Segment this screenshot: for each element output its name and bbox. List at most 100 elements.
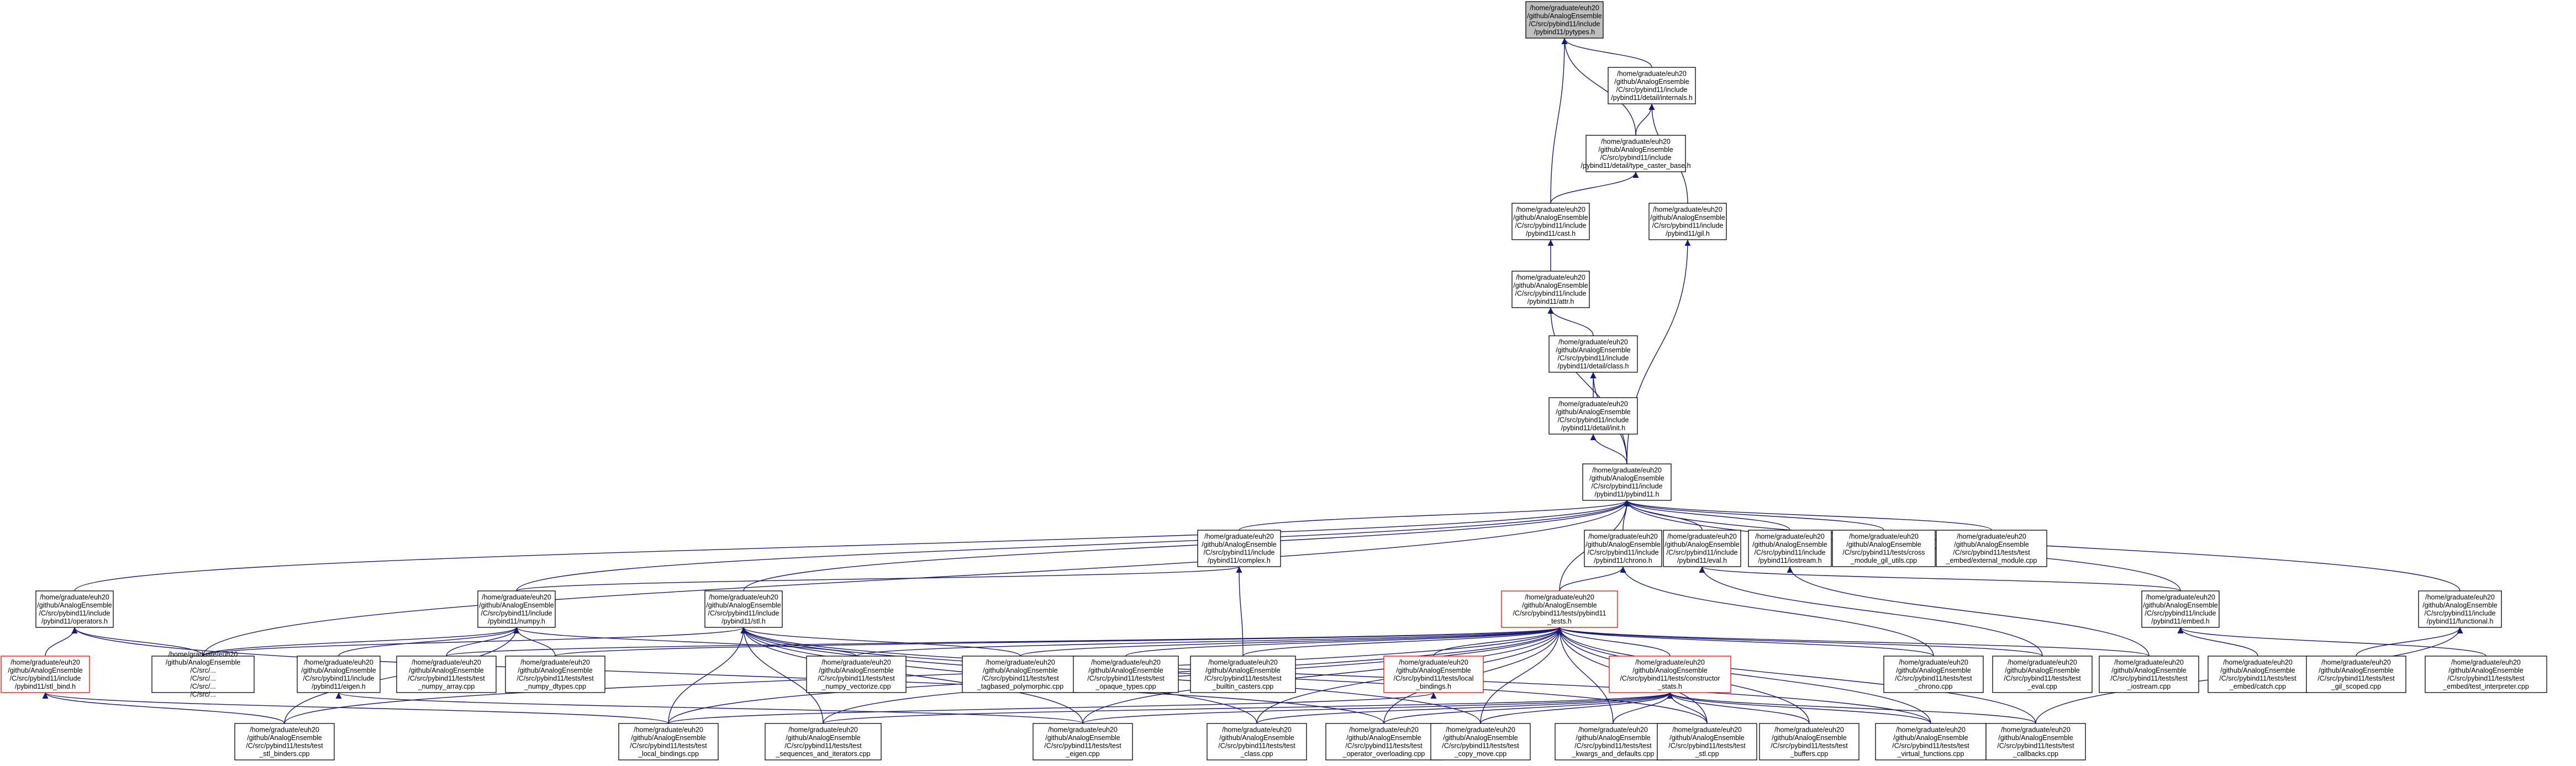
- edge-test-operator-to-constructor-stats: [1383, 692, 1673, 724]
- node-label-line: /github/AnalogEnsemble: [1896, 667, 1971, 674]
- graph-node-test-gil-scoped[interactable]: /home/graduate/euh20/github/AnalogEnsemb…: [2306, 656, 2406, 693]
- graph-node-gil[interactable]: /home/graduate/euh20/github/AnalogEnsemb…: [1648, 203, 1727, 240]
- graph-node-functional-h[interactable]: /home/graduate/euh20/github/AnalogEnsemb…: [2418, 590, 2502, 628]
- graph-node-cast[interactable]: /home/graduate/euh20/github/AnalogEnsemb…: [1511, 203, 1590, 240]
- graph-node-test-kwargs[interactable]: /home/graduate/euh20/github/AnalogEnsemb…: [1555, 723, 1672, 760]
- graph-node-numpy-dtypes[interactable]: /home/graduate/euh20/github/AnalogEnsemb…: [505, 656, 605, 693]
- node-box: [1197, 530, 1281, 567]
- node-label-line: /pybind11/stl.h: [721, 617, 766, 625]
- node-label-line: /github/AnalogEnsemble: [1513, 214, 1588, 221]
- node-label-line: /home/graduate/euh20: [1588, 532, 1658, 540]
- node-label-line: /C/src/pybind11/tests/test: [1668, 742, 1746, 749]
- graph-node-test-virtual[interactable]: /home/graduate/euh20/github/AnalogEnsemb…: [1875, 723, 1987, 760]
- edge-test-chrono-to-chrono-h: [1620, 566, 1934, 657]
- graph-node-test-eval[interactable]: /home/graduate/euh20/github/AnalogEnsemb…: [1992, 656, 2093, 693]
- graph-node-constructor-stats[interactable]: /home/graduate/euh20/github/AnalogEnsemb…: [1609, 656, 1731, 693]
- edge-test-local-bindings-to-local-bindings-h: [668, 692, 1437, 724]
- graph-node-eval-h[interactable]: /home/graduate/euh20/github/AnalogEnsemb…: [1663, 530, 1741, 567]
- edge-type-caster-base-to-internals: [1635, 103, 1655, 136]
- graph-node-local-bindings-h[interactable]: /home/graduate/euh20/github/AnalogEnsemb…: [1383, 656, 1484, 693]
- node-label-line: _embed/external_module.cpp: [1946, 557, 2037, 564]
- graph-node-test-eigen[interactable]: /home/graduate/euh20/github/AnalogEnsemb…: [1032, 723, 1133, 760]
- node-label-line: /pybind11/eval.h: [1677, 557, 1727, 564]
- node-label-line: /pybind11/eigen.h: [312, 683, 366, 690]
- graph-node-detail-class[interactable]: /home/graduate/euh20/github/AnalogEnsemb…: [1548, 335, 1638, 373]
- graph-node-embed-h[interactable]: /home/graduate/euh20/github/AnalogEnsemb…: [2141, 590, 2220, 628]
- node-label-line: /github/AnalogEnsemble: [1585, 541, 1661, 548]
- edge-test-kwargs-to-tests-h: [1556, 627, 1614, 724]
- graph-node-test-chrono[interactable]: /home/graduate/euh20/github/AnalogEnsemb…: [1883, 656, 1984, 693]
- node-label-line: /github/AnalogEnsemble: [1513, 282, 1588, 289]
- graph-node-eigen-h[interactable]: /home/graduate/euh20/github/AnalogEnsemb…: [297, 656, 381, 693]
- node-label-line: /C/src/...: [190, 683, 216, 690]
- graph-node-test-local-bindings[interactable]: /home/graduate/euh20/github/AnalogEnsemb…: [618, 723, 719, 760]
- graph-node-tagbased[interactable]: /home/graduate/euh20/github/AnalogEnsemb…: [962, 656, 1079, 693]
- edge-tagbased-to-stl-h: [740, 627, 1021, 657]
- node-box: [1883, 656, 1984, 693]
- graph-node-operators[interactable]: /home/graduate/euh20/github/AnalogEnsemb…: [35, 590, 114, 628]
- graph-node-pytypes[interactable]: /home/graduate/euh20/github/AnalogEnsemb…: [1525, 1, 1604, 39]
- graph-node-chrono-h[interactable]: /home/graduate/euh20/github/AnalogEnsemb…: [1584, 530, 1662, 567]
- graph-node-test-iostream[interactable]: /home/graduate/euh20/github/AnalogEnsemb…: [2099, 656, 2199, 693]
- node-label-line: _chrono.cpp: [1914, 683, 1953, 690]
- node-label-line: /C/src/pybind11/tests/cross: [1842, 548, 1925, 556]
- node-label-line: /C/src/pybind11/include: [1557, 416, 1629, 424]
- node-label-line: /C/src/pybind11/include: [1515, 221, 1586, 229]
- edge-test-chrono-to-tests-h: [1556, 627, 1934, 657]
- graph-node-test-stl[interactable]: /home/graduate/euh20/github/AnalogEnsemb…: [1657, 723, 1757, 760]
- node-box: [2099, 656, 2199, 693]
- graph-node-opaque-types[interactable]: /home/graduate/euh20/github/AnalogEnsemb…: [1073, 656, 1179, 693]
- edge-cross-module-to-pybind11h: [1624, 500, 1884, 531]
- node-label-line: /github/AnalogEnsemble: [706, 601, 781, 609]
- node-label-line: /home/graduate/euh20: [986, 658, 1055, 666]
- graph-node-test-operator[interactable]: /home/graduate/euh20/github/AnalogEnsemb…: [1325, 723, 1442, 760]
- node-label-line: /github/AnalogEnsemble: [2220, 667, 2295, 674]
- graph-node-stl-bind[interactable]: /home/graduate/euh20/github/AnalogEnsemb…: [1, 656, 90, 693]
- nodes-layer: /home/graduate/euh20/github/AnalogEnsemb…: [1, 1, 2547, 760]
- node-label-line: /home/graduate/euh20: [1755, 532, 1825, 540]
- node-label-line: /github/AnalogEnsemble: [2111, 667, 2187, 674]
- node-box: [396, 656, 497, 693]
- node-label-line: /pybind11/functional.h: [2427, 617, 2494, 625]
- node-label-line: /C/src/pybind11/include: [39, 609, 110, 617]
- graph-node-test-callbacks[interactable]: /home/graduate/euh20/github/AnalogEnsemb…: [1985, 723, 2086, 760]
- node-label-line: /github/AnalogEnsemble: [409, 667, 484, 674]
- graph-node-tests-h[interactable]: /home/graduate/euh20/github/AnalogEnsemb…: [1501, 590, 1618, 628]
- node-label-line: /github/AnalogEnsemble: [166, 658, 241, 666]
- graph-node-external-module[interactable]: /home/graduate/euh20/github/AnalogEnsemb…: [1936, 530, 2047, 567]
- node-label-line: /github/AnalogEnsemble: [1589, 474, 1664, 482]
- node-box: [1985, 723, 2086, 760]
- graph-node-numpy-h[interactable]: /home/graduate/euh20/github/AnalogEnsemb…: [477, 590, 556, 628]
- node-label-line: /github/AnalogEnsemble: [786, 734, 861, 742]
- node-label-line: /home/graduate/euh20: [788, 726, 858, 733]
- graph-node-stl-h[interactable]: /home/graduate/euh20/github/AnalogEnsemb…: [704, 590, 783, 628]
- graph-node-type-caster-base[interactable]: /home/graduate/euh20/github/AnalogEnsemb…: [1581, 135, 1691, 172]
- graph-node-test-embed-catch[interactable]: /home/graduate/euh20/github/AnalogEnsemb…: [2208, 656, 2308, 693]
- graph-node-test-embed-interp[interactable]: /home/graduate/euh20/github/AnalogEnsemb…: [2425, 656, 2547, 693]
- graph-node-attr[interactable]: /home/graduate/euh20/github/AnalogEnsemb…: [1511, 271, 1590, 308]
- graph-node-builtin-casters[interactable]: /home/graduate/euh20/github/AnalogEnsemb…: [1190, 656, 1296, 693]
- graph-node-gridpy[interactable]: /home/graduate/euh20/github/AnalogEnsemb…: [151, 651, 255, 699]
- graph-node-iostream-h[interactable]: /home/graduate/euh20/github/AnalogEnsemb…: [1748, 530, 1832, 567]
- graph-node-test-all-binders[interactable]: /home/graduate/euh20/github/AnalogEnsemb…: [234, 723, 335, 760]
- graph-node-test-class[interactable]: /home/graduate/euh20/github/AnalogEnsemb…: [1207, 723, 1307, 760]
- graph-node-internals[interactable]: /home/graduate/euh20/github/AnalogEnsemb…: [1608, 67, 1696, 104]
- graph-node-test-copy-move[interactable]: /home/graduate/euh20/github/AnalogEnsemb…: [1430, 723, 1531, 760]
- node-label-line: /home/graduate/euh20: [634, 726, 703, 733]
- graph-node-test-buffers[interactable]: /home/graduate/euh20/github/AnalogEnsemb…: [1759, 723, 1859, 760]
- graph-node-numpy-array[interactable]: /home/graduate/euh20/github/AnalogEnsemb…: [396, 656, 497, 693]
- node-label-line: /github/AnalogEnsemble: [1045, 734, 1120, 742]
- graph-node-test-sequences[interactable]: /home/graduate/euh20/github/AnalogEnsemb…: [765, 723, 882, 760]
- graph-node-cross-module[interactable]: /home/graduate/euh20/github/AnalogEnsemb…: [1832, 530, 1936, 567]
- graph-node-numpy-vectorize[interactable]: /home/graduate/euh20/github/AnalogEnsemb…: [806, 656, 907, 693]
- node-label-line: /github/AnalogEnsemble: [2143, 601, 2218, 609]
- node-box: [1525, 1, 1604, 39]
- graph-node-complex[interactable]: /home/graduate/euh20/github/AnalogEnsemb…: [1197, 530, 1281, 567]
- node-box: [1548, 335, 1638, 373]
- node-label-line: /home/graduate/euh20: [1672, 726, 1742, 733]
- graph-node-detail-init[interactable]: /home/graduate/euh20/github/AnalogEnsemb…: [1548, 397, 1638, 435]
- node-label-line: /pybind11/cast.h: [1526, 230, 1576, 237]
- node-label-line: /home/graduate/euh20: [821, 658, 891, 666]
- graph-node-pybind11h[interactable]: /home/graduate/euh20/github/AnalogEnsemb…: [1582, 463, 1672, 501]
- node-label-line: /C/src/pybind11/tests/test: [1442, 742, 1519, 749]
